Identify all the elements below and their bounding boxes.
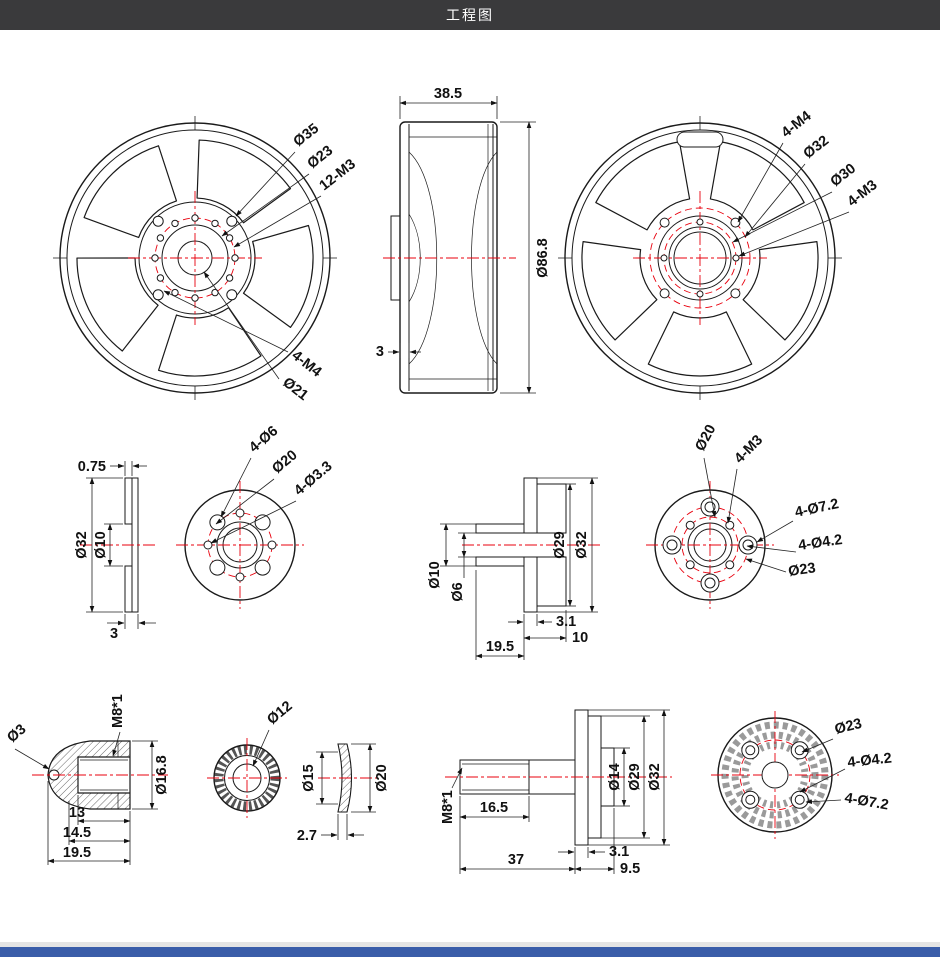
dim-label: Ø86.8 [535,238,551,278]
dim-label: 3 [110,626,118,642]
dim-label: Ø35 [291,121,322,150]
dim-label: Ø30 [828,161,859,190]
dim-label: 14.5 [63,825,91,841]
dim-label: 19.5 [486,639,514,655]
dim-label: Ø32 [801,133,832,162]
motor-back-view: 4-M4 Ø32 Ø30 4-M3 [558,108,881,400]
dim-label: 0.75 [78,459,106,475]
spinner-nut-section: Ø3 M8*1 Ø16.8 13 14.5 19.5 [4,694,170,865]
dim-label: 19.5 [63,845,91,861]
dim-label: 4-M3 [732,432,767,467]
footer-accent-bar [0,947,940,957]
knurled-nut-front: Ø12 [207,698,296,818]
mount-plate-section: 0.75 Ø32 Ø10 3 [74,459,156,642]
dim-label: Ø23 [833,716,863,738]
dim-label: 4-Ø4.2 [797,532,843,554]
dim-label: 4-Ø7.2 [843,790,889,813]
engineering-drawing: Ø35 Ø23 12-M3 4-M4 Ø21 38.5 [0,30,940,942]
dim-label: 4-Ø3.3 [291,458,335,499]
dim-label: 13 [69,805,85,821]
dim-label: Ø32 [74,531,90,558]
dim-label: 4-Ø6 [246,423,281,456]
titlebar: 工程图 [0,0,940,30]
dim-label: Ø20 [269,447,300,477]
dim-label: 4-M4 [289,348,325,381]
dim-label: Ø29 [552,531,568,558]
knurled-nut-side-section: Ø15 Ø20 2.7 [297,743,390,844]
dim-label: Ø23 [787,560,816,580]
dim-label: Ø32 [647,763,663,790]
page-title: 工程图 [446,7,494,23]
dim-label: 3 [376,344,384,360]
dim-label: 37 [508,852,524,868]
dim-label: Ø10 [93,531,109,558]
dim-label: Ø3 [4,721,29,746]
dim-label: 16.5 [480,800,508,816]
dim-label: Ø20 [692,422,719,454]
dim-label: 9.5 [620,861,640,877]
shaft-adapter-front: Ø20 4-M3 4-Ø7.2 4-Ø4.2 Ø23 [646,422,843,609]
dim-label: Ø12 [264,698,295,728]
knurled-disc-front: Ø23 4-Ø4.2 4-Ø7.2 [711,711,893,839]
dim-label: Ø32 [574,531,590,558]
dim-label: Ø15 [301,764,317,791]
dim-label: Ø6 [450,582,466,601]
sheet-edge-strip [0,942,940,947]
shaft-adapter-section: Ø10 Ø6 Ø29 Ø32 3.1 10 19 [427,477,600,660]
motor-side-view: 38.5 Ø86.8 3 [376,86,551,394]
motor-shaft-section: M8*1 Ø14 Ø29 Ø32 16.5 3.1 37 [440,709,672,877]
dim-label: Ø21 [280,375,311,404]
dim-label: 4-M4 [779,108,815,141]
dim-label: 3.1 [609,844,629,860]
dim-label: Ø10 [427,561,443,588]
dim-label: M8*1 [440,790,456,824]
dim-label: Ø20 [374,764,390,791]
dim-label: Ø23 [305,143,336,172]
dim-label: M8*1 [110,694,126,728]
dim-label: 4-Ø7.2 [794,496,841,521]
dim-label: 4-M3 [845,177,881,210]
motor-front-view: Ø35 Ø23 12-M3 4-M4 Ø21 [53,116,359,404]
dim-label: 10 [572,630,588,646]
mount-plate-front: 4-Ø6 Ø20 4-Ø3.3 [176,423,336,609]
dim-label: 38.5 [434,86,462,102]
dim-label: Ø14 [607,763,623,790]
dim-label: Ø29 [627,763,643,790]
dim-label: 4-Ø4.2 [847,750,893,771]
dim-label: 2.7 [297,828,317,844]
dim-label: Ø16.8 [154,755,170,795]
